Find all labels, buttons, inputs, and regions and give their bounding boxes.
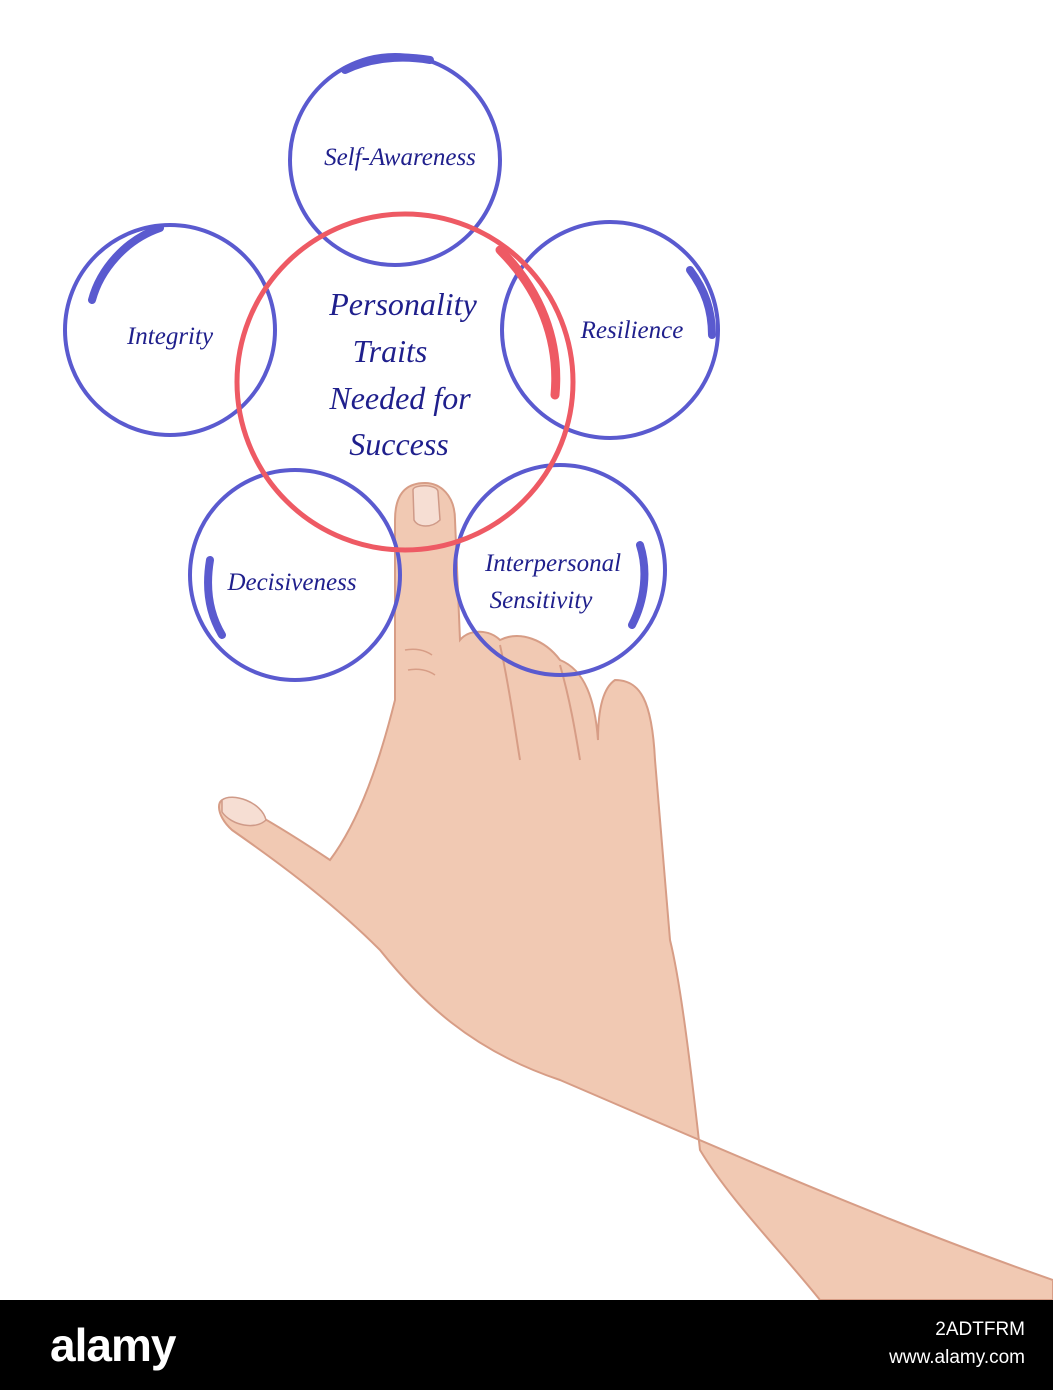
- integrity-label: Integrity: [126, 323, 214, 350]
- traits-diagram: Self-Awareness Integrity Resilience Deci…: [63, 53, 1053, 1300]
- interpersonal-label-line2: Sensitivity: [490, 587, 594, 614]
- stock-footer-bar: alamy 2ADTFRM www.alamy.com: [0, 1300, 1053, 1390]
- center-circle: [234, 211, 576, 553]
- center-circle-swash: [495, 245, 561, 400]
- center-title-line4: Success: [349, 426, 449, 462]
- resilience-circle: [500, 220, 720, 440]
- image-meta: 2ADTFRM www.alamy.com: [889, 1316, 1025, 1372]
- resilience-circle-swash: [686, 266, 716, 339]
- site-url[interactable]: www.alamy.com: [889, 1347, 1025, 1368]
- image-id: 2ADTFRM: [935, 1319, 1025, 1340]
- alamy-logo[interactable]: alamy: [50, 1319, 176, 1371]
- center-title-line2: Traits: [353, 333, 428, 369]
- interpersonal-label-line1: Interpersonal: [484, 550, 621, 577]
- center-title-line3: Needed for: [328, 380, 471, 416]
- pointing-hand-illustration: [218, 481, 1053, 1300]
- self-awareness-label: Self-Awareness: [324, 144, 476, 171]
- trait-circles: [63, 53, 720, 682]
- interpersonal-circle-swash: [628, 541, 649, 629]
- self-awareness-circle-swash: [341, 53, 434, 74]
- interpersonal-circle: [453, 463, 667, 677]
- decisiveness-circle-swash: [204, 556, 226, 639]
- integrity-circle-swash: [88, 224, 164, 304]
- resilience-label: Resilience: [580, 317, 684, 344]
- center-title-line1: Personality: [328, 286, 477, 322]
- center-title: Personality Traits Needed for Success: [328, 286, 477, 462]
- integrity-circle: [63, 223, 277, 437]
- decisiveness-label: Decisiveness: [226, 569, 356, 596]
- decisiveness-circle: [188, 468, 402, 682]
- center-circle-group: [234, 211, 576, 553]
